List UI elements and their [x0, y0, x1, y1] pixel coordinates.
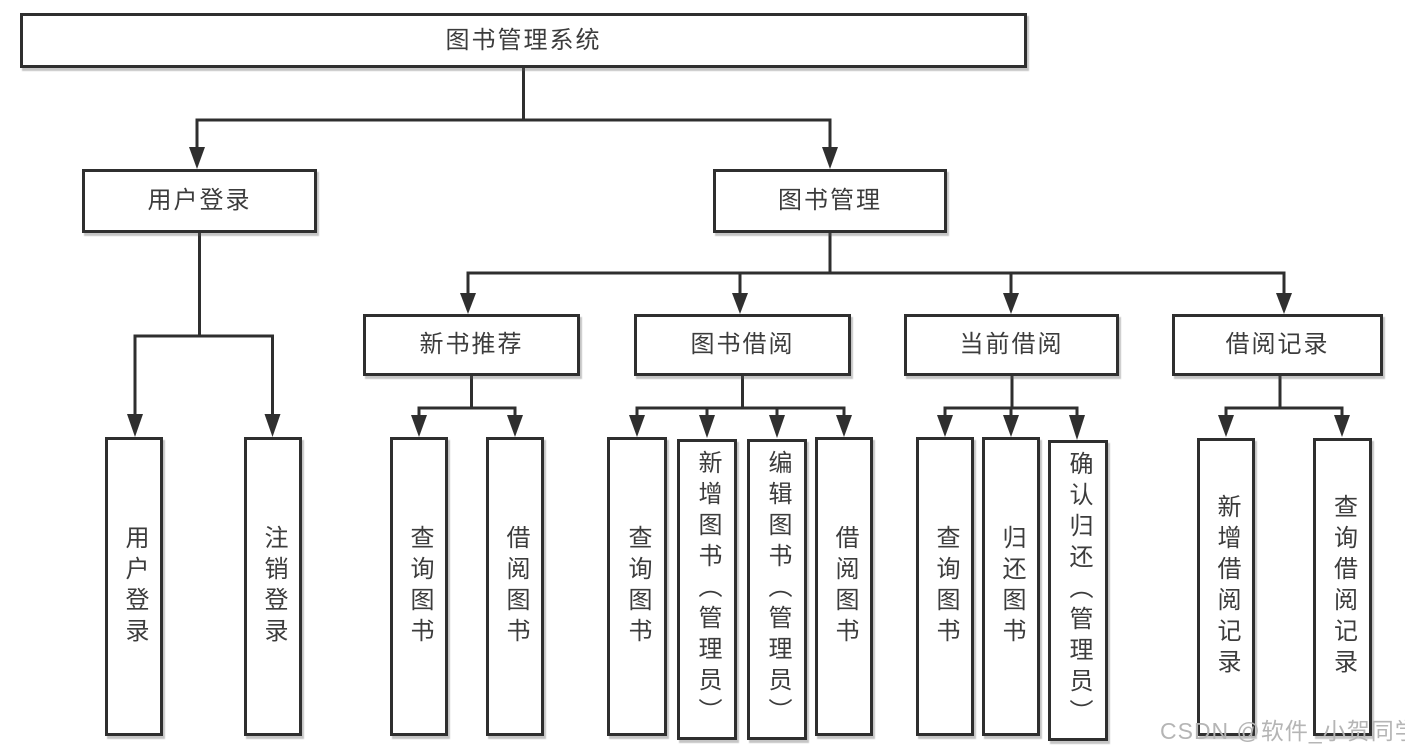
- csdn-watermark: CSDN @软件_小贺同学: [1160, 718, 1405, 744]
- node-bb-borrow-books: 借阅图书: [815, 437, 873, 736]
- node-bb-query-books: 查询图书: [607, 437, 667, 736]
- node-bb-edit-books-admin: 编辑图书（管理员）: [747, 439, 807, 740]
- node-label: 借阅图书: [831, 524, 858, 649]
- node-br-add-record: 新增借阅记录: [1197, 438, 1255, 736]
- node-label: 编辑图书（管理员）: [764, 450, 791, 729]
- node-label: 查询图书: [624, 524, 651, 649]
- node-user-login-group: 用户登录: [82, 169, 317, 233]
- node-label: 查询图书: [406, 524, 433, 649]
- node-cb-confirm-return-admin: 确认归还（管理员）: [1048, 440, 1108, 741]
- node-label: 图书借阅: [690, 331, 795, 358]
- node-label: 借阅记录: [1225, 331, 1330, 358]
- node-label: 图书管理系统: [445, 26, 602, 54]
- node-cb-query-books: 查询图书: [916, 437, 974, 736]
- node-label: 新书推荐: [419, 331, 524, 358]
- node-label: 注销登录: [260, 524, 287, 649]
- node-book-borrowing: 图书借阅: [634, 314, 851, 376]
- node-user-login: 用户登录: [105, 437, 163, 736]
- node-label: 查询借阅记录: [1329, 494, 1357, 680]
- node-label: 用户登录: [121, 524, 148, 649]
- node-label: 当前借阅: [959, 331, 1064, 358]
- node-label: 查询图书: [932, 524, 959, 649]
- node-borrowing-records: 借阅记录: [1172, 314, 1383, 376]
- node-br-query-record: 查询借阅记录: [1313, 438, 1372, 736]
- node-label: 用户登录: [147, 187, 252, 214]
- node-book-management-group: 图书管理: [713, 169, 947, 233]
- node-current-borrowing: 当前借阅: [904, 314, 1119, 376]
- node-nbr-query-books: 查询图书: [390, 437, 448, 736]
- node-label: 新增借阅记录: [1213, 494, 1240, 680]
- node-logout: 注销登录: [244, 437, 302, 736]
- node-new-book-recommendation: 新书推荐: [363, 314, 580, 376]
- node-label: 借阅图书: [502, 524, 529, 649]
- node-label: 图书管理: [778, 187, 882, 214]
- node-label: 确认归还（管理员）: [1065, 451, 1092, 730]
- arrowheads: [127, 147, 1350, 440]
- node-cb-return-books: 归还图书: [982, 437, 1040, 736]
- node-label: 新增图书（管理员）: [694, 450, 721, 729]
- node-bb-add-books-admin: 新增图书（管理员）: [677, 439, 737, 740]
- node-library-management-system: 图书管理系统: [20, 13, 1027, 68]
- node-label: 归还图书: [998, 524, 1025, 649]
- node-nbr-borrow-books: 借阅图书: [486, 437, 544, 736]
